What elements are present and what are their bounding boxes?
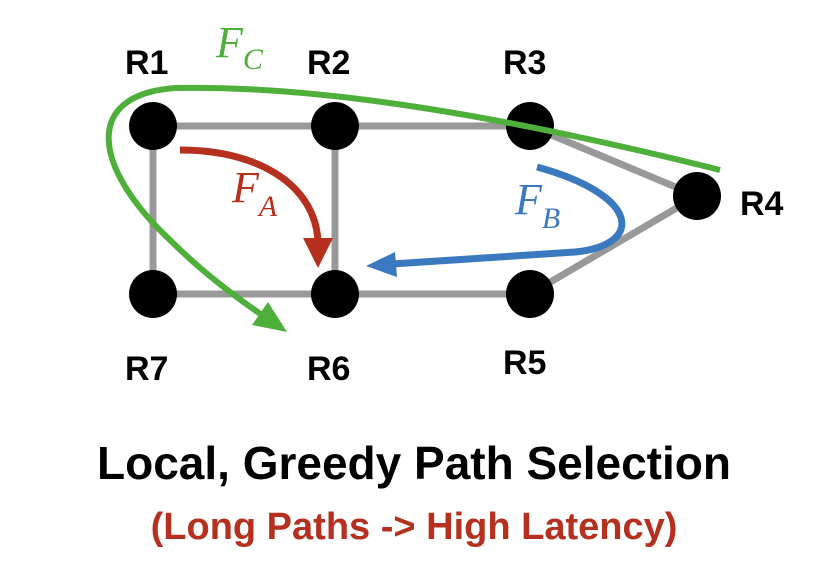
node-labels: R1 R2 R3 R4 R5 R6 R7 <box>125 44 784 388</box>
label-r5: R5 <box>503 344 546 382</box>
flow-b-sub: B <box>542 202 560 235</box>
link-r4-r5 <box>526 192 701 298</box>
flow-b-arrow <box>366 163 626 277</box>
flow-c-arrow <box>105 84 721 332</box>
link-r3-r4 <box>526 122 701 200</box>
label-r6: R6 <box>307 350 350 388</box>
caption-subtitle: (Long Paths -> High Latency) <box>150 506 678 548</box>
label-r2: R2 <box>307 44 350 82</box>
flow-a-main: F <box>231 163 260 212</box>
node-r7 <box>129 270 177 318</box>
label-r3: R3 <box>503 44 546 82</box>
flow-b-label: FB <box>514 175 560 235</box>
label-r1: R1 <box>125 44 168 82</box>
flow-c-sub: C <box>243 43 264 76</box>
flow-a-arrow <box>179 146 333 268</box>
flow-b-main: F <box>514 175 543 224</box>
flow-a-sub: A <box>257 190 278 223</box>
flow-c-label: FC <box>215 18 264 76</box>
flow-c-main: F <box>215 18 244 67</box>
node-r1 <box>129 102 177 150</box>
label-r7: R7 <box>125 350 168 388</box>
node-r4 <box>673 172 721 220</box>
links <box>149 122 701 298</box>
nodes <box>129 102 721 318</box>
flow-a-label: FA <box>231 163 278 223</box>
node-r5 <box>506 270 554 318</box>
node-r2 <box>311 102 359 150</box>
node-r6 <box>311 270 359 318</box>
caption-title: Local, Greedy Path Selection <box>97 437 731 489</box>
label-r4: R4 <box>740 185 784 223</box>
